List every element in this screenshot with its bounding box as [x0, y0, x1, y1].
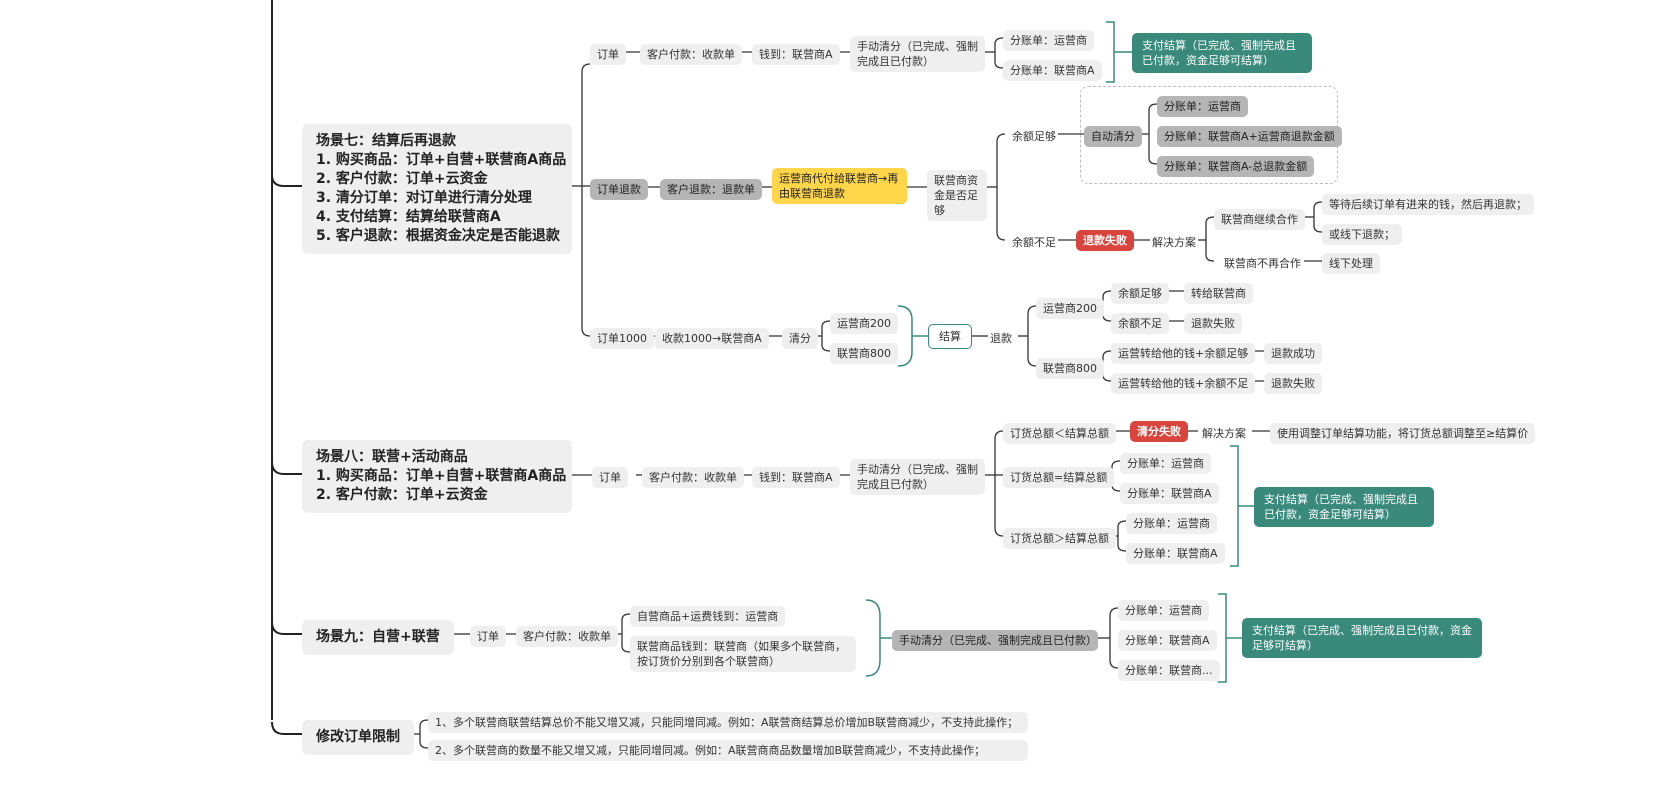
- s8-fix[interactable]: 使用调整订单结算功能，将订货总额调整至≥结算价: [1270, 423, 1536, 444]
- s7-r-op-short[interactable]: 余额不足: [1111, 313, 1169, 334]
- s7-r-op-transfer[interactable]: 转给联营商: [1184, 283, 1253, 304]
- s7-auto-split-a[interactable]: 分账单：运营商: [1157, 96, 1248, 117]
- s7-r-op-fail[interactable]: 退款失败: [1184, 313, 1242, 334]
- s8-settle[interactable]: 支付结算（已完成、强制完成且已付款，资金足够可结算）: [1254, 487, 1434, 527]
- s9-order[interactable]: 订单: [470, 626, 506, 647]
- s7-solution[interactable]: 解决方案: [1150, 232, 1198, 253]
- s7-r-op200[interactable]: 运营商200: [1036, 298, 1104, 319]
- s7-coop[interactable]: 联营商继续合作: [1214, 209, 1305, 230]
- s7-refund-fail[interactable]: 退款失败: [1076, 230, 1134, 251]
- s8-clear[interactable]: 手动清分（已完成、强制完成且已付款）: [850, 459, 985, 495]
- s7-order-clear[interactable]: 手动清分（已完成、强制完成且已付款）: [850, 36, 985, 72]
- s8-gt-split-a[interactable]: 分账单：运营商: [1126, 513, 1217, 534]
- s7-r-jv-fail[interactable]: 退款失败: [1264, 373, 1322, 394]
- s7-clear[interactable]: 清分: [782, 328, 818, 349]
- s8-pay[interactable]: 客户付款：收款单: [642, 467, 744, 488]
- scene9-title: 场景九：自营+联营: [316, 629, 440, 645]
- s8-gt[interactable]: 订货总额＞结算总额: [1003, 528, 1116, 549]
- s7-refund[interactable]: 订单退款: [590, 179, 648, 200]
- s9-jv[interactable]: 联营商品钱到：联营商（如果多个联营商，按订货价分别到各个联营商）: [630, 636, 856, 672]
- scene7-card[interactable]: 场景七：结算后再退款 1. 购买商品：订单+自营+联营商A商品 2. 客户付款：…: [302, 124, 572, 254]
- limit-title: 修改订单限制: [316, 729, 400, 745]
- limit-rule-1[interactable]: 1、多个联营商联营结算总价不能又增又减，只能同增同减。例如：A联营商结算总价增加…: [428, 712, 1028, 733]
- scene8-line: 2. 客户付款：订单+云资金: [316, 487, 488, 503]
- s9-clear[interactable]: 手动清分（已完成、强制完成且已付款）: [892, 630, 1098, 651]
- scene8-card[interactable]: 场景八：联营+活动商品 1. 购买商品：订单+自营+联营商A商品 2. 客户付款…: [302, 440, 572, 513]
- scene9-card[interactable]: 场景九：自营+联营: [302, 620, 454, 655]
- s7-coop-offline[interactable]: 或线下退款；: [1322, 224, 1402, 245]
- s9-self[interactable]: 自营商品+运费钱到：运营商: [630, 606, 786, 627]
- s8-clear-fail[interactable]: 清分失败: [1130, 421, 1188, 442]
- s8-solution[interactable]: 解决方案: [1200, 423, 1248, 444]
- s9-split-1[interactable]: 分账单：运营商: [1118, 600, 1209, 621]
- s7-r-jv-enough[interactable]: 运营转给他的钱+余额足够: [1111, 343, 1256, 364]
- s7-nocoop-offline[interactable]: 线下处理: [1322, 253, 1380, 274]
- scene7-line: 1. 购买商品：订单+自营+联营商A商品: [316, 152, 567, 168]
- s7-op200[interactable]: 运营商200: [830, 313, 898, 334]
- scene7-line: 4. 支付结算：结算给联营商A: [316, 209, 501, 225]
- s9-settle[interactable]: 支付结算（已完成、强制完成且已付款，资金足够可结算）: [1242, 618, 1482, 658]
- s7-enough-question[interactable]: 联营商资金是否足够: [927, 170, 987, 221]
- s8-eq[interactable]: 订货总额=结算总额: [1003, 467, 1115, 488]
- s7-r-jv-short[interactable]: 运营转给他的钱+余额不足: [1111, 373, 1256, 394]
- s7-auto-clear[interactable]: 自动清分: [1084, 126, 1142, 147]
- scene7-title: 场景七：结算后再退款: [316, 133, 456, 149]
- s8-eq-split-a[interactable]: 分账单：运营商: [1120, 453, 1211, 474]
- s7-r-op-enough[interactable]: 余额足够: [1111, 283, 1169, 304]
- scene7-line: 5. 客户退款：根据资金决定是否能退款: [316, 228, 560, 244]
- scene7-line: 2. 客户付款：订单+云资金: [316, 171, 488, 187]
- s7-r-jv800[interactable]: 联营商800: [1036, 358, 1104, 379]
- limit-card[interactable]: 修改订单限制: [302, 720, 414, 755]
- s7-coop-wait[interactable]: 等待后续订单有进来的钱，然后再退款；: [1322, 194, 1534, 215]
- s7-order1000[interactable]: 订单1000: [590, 328, 654, 349]
- s7-settle[interactable]: 支付结算（已完成、强制完成且已付款，资金足够可结算）: [1132, 33, 1312, 73]
- s7-settle-1000[interactable]: 结算: [928, 324, 972, 349]
- s9-split-2[interactable]: 分账单：联营商A: [1118, 630, 1217, 651]
- s7-jv800[interactable]: 联营商800: [830, 343, 898, 364]
- s7-advance[interactable]: 运营商代付给联营商→再由联营商退款: [772, 168, 907, 204]
- s7-split-operator[interactable]: 分账单：运营商: [1003, 30, 1094, 51]
- s8-lt[interactable]: 订货总额＜结算总额: [1003, 423, 1116, 444]
- s7-balance-enough[interactable]: 余额足够: [1010, 126, 1058, 147]
- scene8-line: 1. 购买商品：订单+自营+联营商A商品: [316, 468, 567, 484]
- s7-balance-short[interactable]: 余额不足: [1010, 232, 1058, 253]
- s9-split-3[interactable]: 分账单：联营商...: [1118, 660, 1220, 681]
- limit-rule-2[interactable]: 2、多个联营商的数量不能又增又减，只能同增同减。例如：A联营商商品数量增加B联营…: [428, 740, 1028, 761]
- s7-order-money[interactable]: 钱到：联营商A: [752, 44, 840, 65]
- s7-recv1000[interactable]: 收款1000→联营商A: [655, 328, 769, 349]
- s7-order[interactable]: 订单: [590, 44, 626, 65]
- s8-gt-split-b[interactable]: 分账单：联营商A: [1126, 543, 1225, 564]
- s7-auto-split-c[interactable]: 分账单：联营商A-总退款金额: [1157, 156, 1315, 177]
- scene8-title: 场景八：联营+活动商品: [316, 449, 468, 465]
- scene7-line: 3. 清分订单：对订单进行清分处理: [316, 190, 532, 206]
- s9-pay[interactable]: 客户付款：收款单: [516, 626, 618, 647]
- s7-refund-1000[interactable]: 退款: [988, 328, 1014, 349]
- s7-r-jv-success[interactable]: 退款成功: [1264, 343, 1322, 364]
- s7-nocoop[interactable]: 联营商不再合作: [1222, 253, 1303, 274]
- s8-eq-split-b[interactable]: 分账单：联营商A: [1120, 483, 1219, 504]
- s8-order[interactable]: 订单: [592, 467, 628, 488]
- s7-split-jv[interactable]: 分账单：联营商A: [1003, 60, 1102, 81]
- s7-auto-split-b[interactable]: 分账单：联营商A+运营商退款金额: [1157, 126, 1342, 147]
- s7-refund-doc[interactable]: 客户退款：退款单: [660, 179, 762, 200]
- s8-money[interactable]: 钱到：联营商A: [752, 467, 840, 488]
- s7-order-pay[interactable]: 客户付款：收款单: [640, 44, 742, 65]
